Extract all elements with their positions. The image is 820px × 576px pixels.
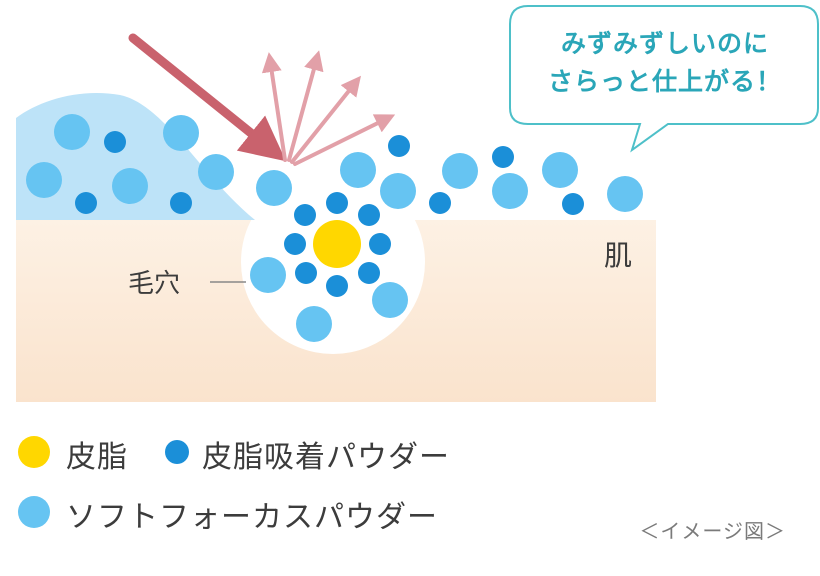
legend-absorbing-powder: 皮脂吸着パウダー (202, 432, 450, 476)
soft-focus-particle (542, 152, 578, 188)
soft-focus-particle (163, 115, 199, 151)
bubble-line-1: みずみずしいのに (560, 29, 769, 58)
absorbing-particle (104, 131, 126, 153)
absorbing-particle (492, 146, 514, 168)
absorbing-particle (295, 262, 317, 284)
soft-focus-particle (340, 152, 376, 188)
soft-focus-particle (296, 306, 332, 342)
absorbing-particle (326, 192, 348, 214)
legend-absorbing-dot (165, 440, 189, 464)
image-caption: ＜イメージ図＞ (639, 519, 786, 543)
soft-focus-particle (372, 282, 408, 318)
soft-focus-particle (380, 173, 416, 209)
legend-soft-focus-label: ソフトフォーカスパウダー (66, 500, 438, 535)
reflected-light-arrows (261, 50, 396, 166)
soft-focus-particle (492, 173, 528, 209)
absorbing-particle (562, 193, 584, 215)
soft-focus-particle (54, 114, 90, 150)
absorbing-particle (358, 262, 380, 284)
skin-label: 肌 (604, 239, 633, 272)
absorbing-particle (358, 204, 380, 226)
absorbing-particle (294, 204, 316, 226)
legend-soft-focus-dot (18, 496, 50, 528)
absorbing-particle (429, 192, 451, 214)
pore-label: 毛穴 (128, 269, 181, 299)
absorbing-particle (388, 135, 410, 157)
speech-bubble (509, 5, 819, 153)
absorbing-particle (170, 192, 192, 214)
absorbing-particle (369, 233, 391, 255)
legend-sebum: 皮脂 (66, 432, 128, 476)
soft-focus-particle (250, 257, 286, 293)
bubble-line-2: さらっと仕上がる！ (547, 67, 782, 96)
absorbing-particle (326, 275, 348, 297)
absorbing-particle (75, 192, 97, 214)
soft-focus-particle (198, 154, 234, 190)
incoming-light-arrow (128, 33, 287, 162)
legend-sebum-label: 皮脂 (66, 440, 128, 475)
absorbing-powder-particles (75, 131, 584, 297)
soft-focus-particle (112, 168, 148, 204)
absorbing-particle (284, 233, 306, 255)
soft-focus-particle (607, 176, 643, 212)
soft-focus-particle (256, 170, 292, 206)
sebum-particle (313, 220, 361, 268)
soft-focus-particle (442, 153, 478, 189)
soft-focus-particle (26, 162, 62, 198)
legend-soft-focus-powder: ソフトフォーカスパウダー (66, 492, 438, 536)
legend-absorbing-label: 皮脂吸着パウダー (202, 440, 450, 475)
legend-sebum-dot (18, 436, 50, 468)
soft-focus-powder-particles (26, 114, 643, 342)
